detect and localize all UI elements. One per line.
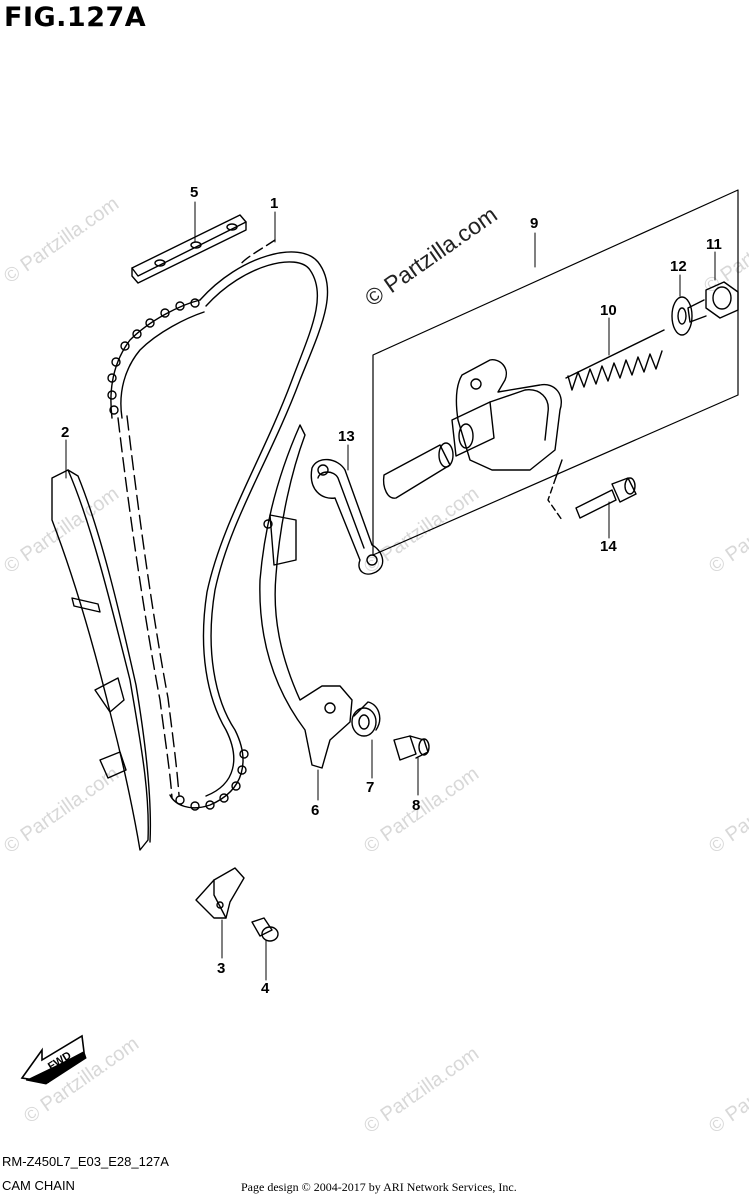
tensioner-arm	[259, 424, 353, 769]
model-code: RM-Z450L7_E03_E28_127A	[2, 1154, 169, 1169]
pivot-bolt	[393, 735, 430, 761]
bracket-bolt	[251, 917, 279, 942]
callout-9[interactable]: 9	[530, 215, 539, 232]
callout-11[interactable]: 11	[706, 236, 722, 253]
mount-bolt	[575, 477, 637, 519]
callout-4[interactable]: 4	[261, 980, 270, 997]
callout-6[interactable]: 6	[311, 802, 320, 819]
sealing-washer	[671, 296, 693, 336]
hidden-line	[547, 459, 563, 521]
figure-title: FIG.127A	[4, 2, 147, 33]
callout-7[interactable]: 7	[366, 779, 375, 796]
section-name: CAM CHAIN	[2, 1178, 75, 1193]
callout-14[interactable]: 14	[600, 538, 617, 555]
callout-3[interactable]: 3	[217, 960, 226, 977]
guide-bracket	[195, 867, 245, 919]
callout-8[interactable]: 8	[412, 797, 421, 814]
cam-chain	[107, 239, 329, 811]
tensioner-assembly-box	[372, 189, 739, 556]
callout-13[interactable]: 13	[338, 428, 355, 445]
callout-10[interactable]: 10	[600, 302, 617, 319]
cap-bolt	[687, 281, 739, 323]
gasket	[310, 458, 384, 575]
collar	[351, 701, 381, 737]
callout-5[interactable]: 5	[190, 184, 199, 201]
chain-guide-plate	[131, 214, 247, 284]
tensioner-body	[382, 359, 562, 499]
forward-direction-arrow: FWD	[20, 1034, 87, 1085]
callout-2[interactable]: 2	[61, 424, 70, 441]
tensioner-spring	[565, 329, 665, 391]
copyright-credit: Page design © 2004-2017 by ARI Network S…	[241, 1180, 517, 1194]
chain-guide-left	[51, 469, 152, 851]
callout-12[interactable]: 12	[670, 258, 687, 275]
callout-1[interactable]: 1	[270, 195, 279, 212]
leader-lines	[65, 201, 716, 981]
